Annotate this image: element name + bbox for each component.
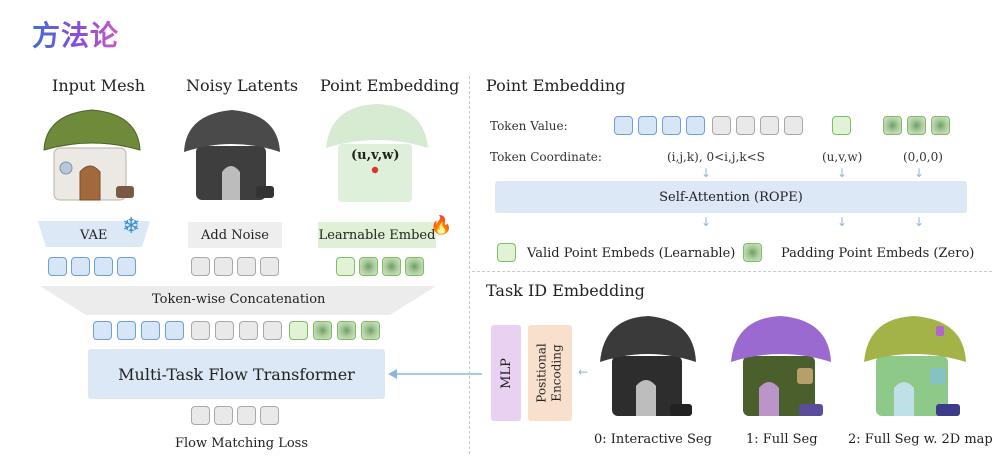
token-gray (215, 321, 234, 340)
token-gray (191, 406, 210, 425)
token-gray (191, 321, 210, 340)
token-gray (214, 406, 233, 425)
input-mesh-house-image (43, 109, 141, 201)
task-1-label: 1: Full Seg (746, 432, 818, 447)
token-blue (117, 257, 136, 276)
token-gray (237, 257, 256, 276)
token-blue (165, 321, 184, 340)
token-gray (263, 321, 282, 340)
token-gray (191, 257, 210, 276)
fire-icon: 🔥 (430, 215, 453, 236)
divider-horizontal (472, 271, 992, 272)
token-padding (313, 321, 332, 340)
token-blue (141, 321, 160, 340)
token-padding (382, 257, 401, 276)
mlp-box: MLP (491, 325, 521, 421)
task-to-transformer-arrow (388, 369, 482, 379)
token-gray (760, 116, 779, 135)
snowflake-icon: ❄ (122, 214, 141, 239)
noisy-latents-house-image (184, 110, 280, 200)
mlp-label: MLP (498, 357, 514, 389)
token-blue (71, 257, 90, 276)
token-gray (736, 116, 755, 135)
token-blue (94, 257, 113, 276)
task-id-title: Task ID Embedding (486, 281, 645, 300)
legend-valid-label: Valid Point Embeds (Learnable) (527, 246, 736, 261)
page-title: 方法论 (32, 14, 119, 54)
token-gray (237, 406, 256, 425)
token-blue (117, 321, 136, 340)
learnable-embed-box: Learnable Embed (318, 222, 436, 248)
learnable-embed-label: Learnable Embed (318, 227, 436, 243)
task-2-house-image (864, 316, 966, 416)
add-noise-box: Add Noise (188, 222, 282, 248)
token-padding (361, 321, 380, 340)
point-embedding-house-image (326, 104, 428, 202)
vae-shape (38, 221, 150, 247)
flow-transformer-label: Multi-Task Flow Transformer (118, 364, 355, 384)
col-title-point-embedding: Point Embedding (320, 76, 460, 95)
token-padding (931, 116, 950, 135)
positional-encoding-label: Positional Encoding (535, 343, 565, 403)
token-gray (260, 406, 279, 425)
token-value-label: Token Value: (490, 119, 568, 133)
token-gray (712, 116, 731, 135)
token-coordinate-label: Token Coordinate: (490, 150, 602, 164)
coordinate-point-label: (u,v,w) (822, 150, 863, 164)
legend-valid-swatch (497, 243, 516, 262)
legend-padding-label: Padding Point Embeds (Zero) (781, 246, 975, 261)
token-gray (214, 257, 233, 276)
token-padding (359, 257, 378, 276)
token-green (289, 321, 308, 340)
token-green (336, 257, 355, 276)
arrow-down-icon: ↓ (701, 215, 712, 229)
token-blue (638, 116, 657, 135)
token-blue (686, 116, 705, 135)
token-green (832, 116, 851, 135)
token-gray (784, 116, 803, 135)
self-attention-label: Self-Attention (ROPE) (659, 189, 803, 205)
arrow-down-icon: ↓ (837, 166, 848, 180)
task-1-house-image (731, 316, 831, 416)
token-padding (883, 116, 902, 135)
point-coordinate-label: (u,v,w) (351, 148, 400, 163)
self-attention-box: Self-Attention (ROPE) (495, 181, 967, 213)
concatenation-funnel (40, 286, 436, 315)
token-blue (614, 116, 633, 135)
arrow-down-icon: ↓ (701, 166, 712, 180)
arrow-down-icon: ↓ (837, 215, 848, 229)
task-0-house-image (600, 316, 696, 416)
arrow-down-icon: ↓ (914, 166, 925, 180)
flow-transformer-box: Multi-Task Flow Transformer (88, 349, 385, 399)
divider-vertical (469, 76, 470, 454)
coordinate-zero-label: (0,0,0) (903, 150, 943, 164)
loss-label: Flow Matching Loss (175, 436, 308, 451)
arrow-down-icon: ↓ (914, 215, 925, 229)
token-padding (907, 116, 926, 135)
positional-encoding-box: Positional Encoding (528, 325, 572, 421)
arrow-left-icon: ← (578, 365, 589, 379)
token-padding (405, 257, 424, 276)
token-blue (93, 321, 112, 340)
token-padding (337, 321, 356, 340)
token-gray (260, 257, 279, 276)
token-blue (48, 257, 67, 276)
col-title-input-mesh: Input Mesh (52, 76, 146, 95)
concat-label: Token-wise Concatenation (152, 292, 326, 307)
add-noise-label: Add Noise (201, 227, 269, 243)
task-2-label: 2: Full Seg w. 2D map (848, 432, 993, 447)
coordinate-grid-label: (i,j,k), 0<i,j,k<S (667, 150, 765, 164)
token-blue (662, 116, 681, 135)
vae-label: VAE (80, 228, 108, 243)
token-gray (239, 321, 258, 340)
legend-padding-swatch (743, 243, 762, 262)
point-embedding-title: Point Embedding (486, 76, 626, 95)
col-title-noisy-latents: Noisy Latents (186, 76, 299, 95)
task-0-label: 0: Interactive Seg (594, 432, 712, 447)
